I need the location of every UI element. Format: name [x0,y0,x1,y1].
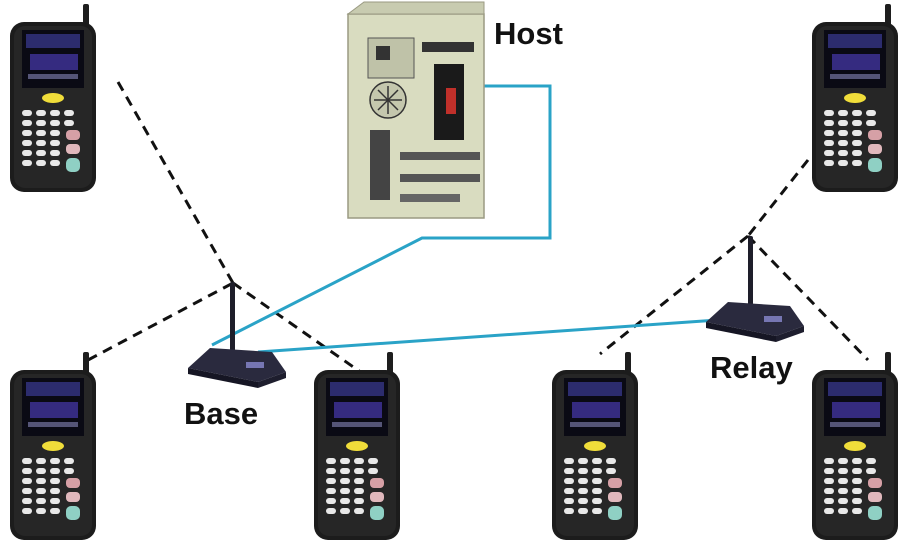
relay-label: Relay [710,350,793,385]
base-label: Base [184,396,258,431]
wireless-link-base-bottom-1 [87,281,234,362]
handheld-terminal-icon [552,352,638,540]
wireless-link-relay-bottom-3 [599,234,749,356]
host-label: Host [494,16,563,51]
host-computer-icon [346,1,485,219]
cable-base-to-relay [257,318,719,354]
handheld-terminal-icon [10,4,96,192]
wireless-link-base-bottom-2 [232,281,373,382]
wireless-link-base-top-left [116,81,235,284]
cable-links [211,84,719,354]
base-access-point-icon [188,282,286,388]
cable-host-to-base [211,84,552,347]
wireless-link-relay-top-right [746,159,810,237]
handheld-terminal-icon [812,4,898,192]
wireless-links [87,81,870,382]
handheld-terminal-icon [812,352,898,540]
handheld-terminal-icon [314,352,400,540]
wireless-link-relay-bottom-4 [746,234,870,362]
handheld-terminal-icon [10,352,96,540]
relay-access-point-icon [706,236,804,342]
